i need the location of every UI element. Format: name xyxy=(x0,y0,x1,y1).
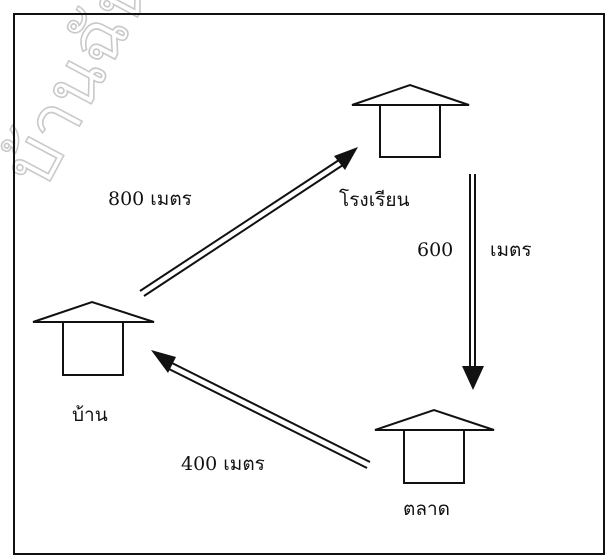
home-label: บ้าน xyxy=(72,404,108,426)
market-label: ตลาด xyxy=(403,498,450,520)
home-house-icon xyxy=(32,300,155,376)
distance-market-home-label: 400 เมตร xyxy=(181,453,265,475)
distance-school-market-value: 600 xyxy=(417,239,453,261)
watermark-text: บ้านฉัน xyxy=(0,0,169,199)
arrow-home-to-school xyxy=(139,147,358,297)
distance-school-market-unit: เมตร xyxy=(490,239,532,261)
school-label: โรงเรียน xyxy=(339,188,410,211)
arrow-school-to-market xyxy=(462,174,484,390)
diagram-frame xyxy=(13,13,605,555)
market-house-icon xyxy=(374,408,495,484)
distance-home-school-label: 800 เมตร xyxy=(108,188,192,210)
watermark-stamp: บ้านฉัน xyxy=(0,0,170,200)
arrow-market-to-home xyxy=(151,350,371,469)
school-house-icon xyxy=(351,83,470,158)
